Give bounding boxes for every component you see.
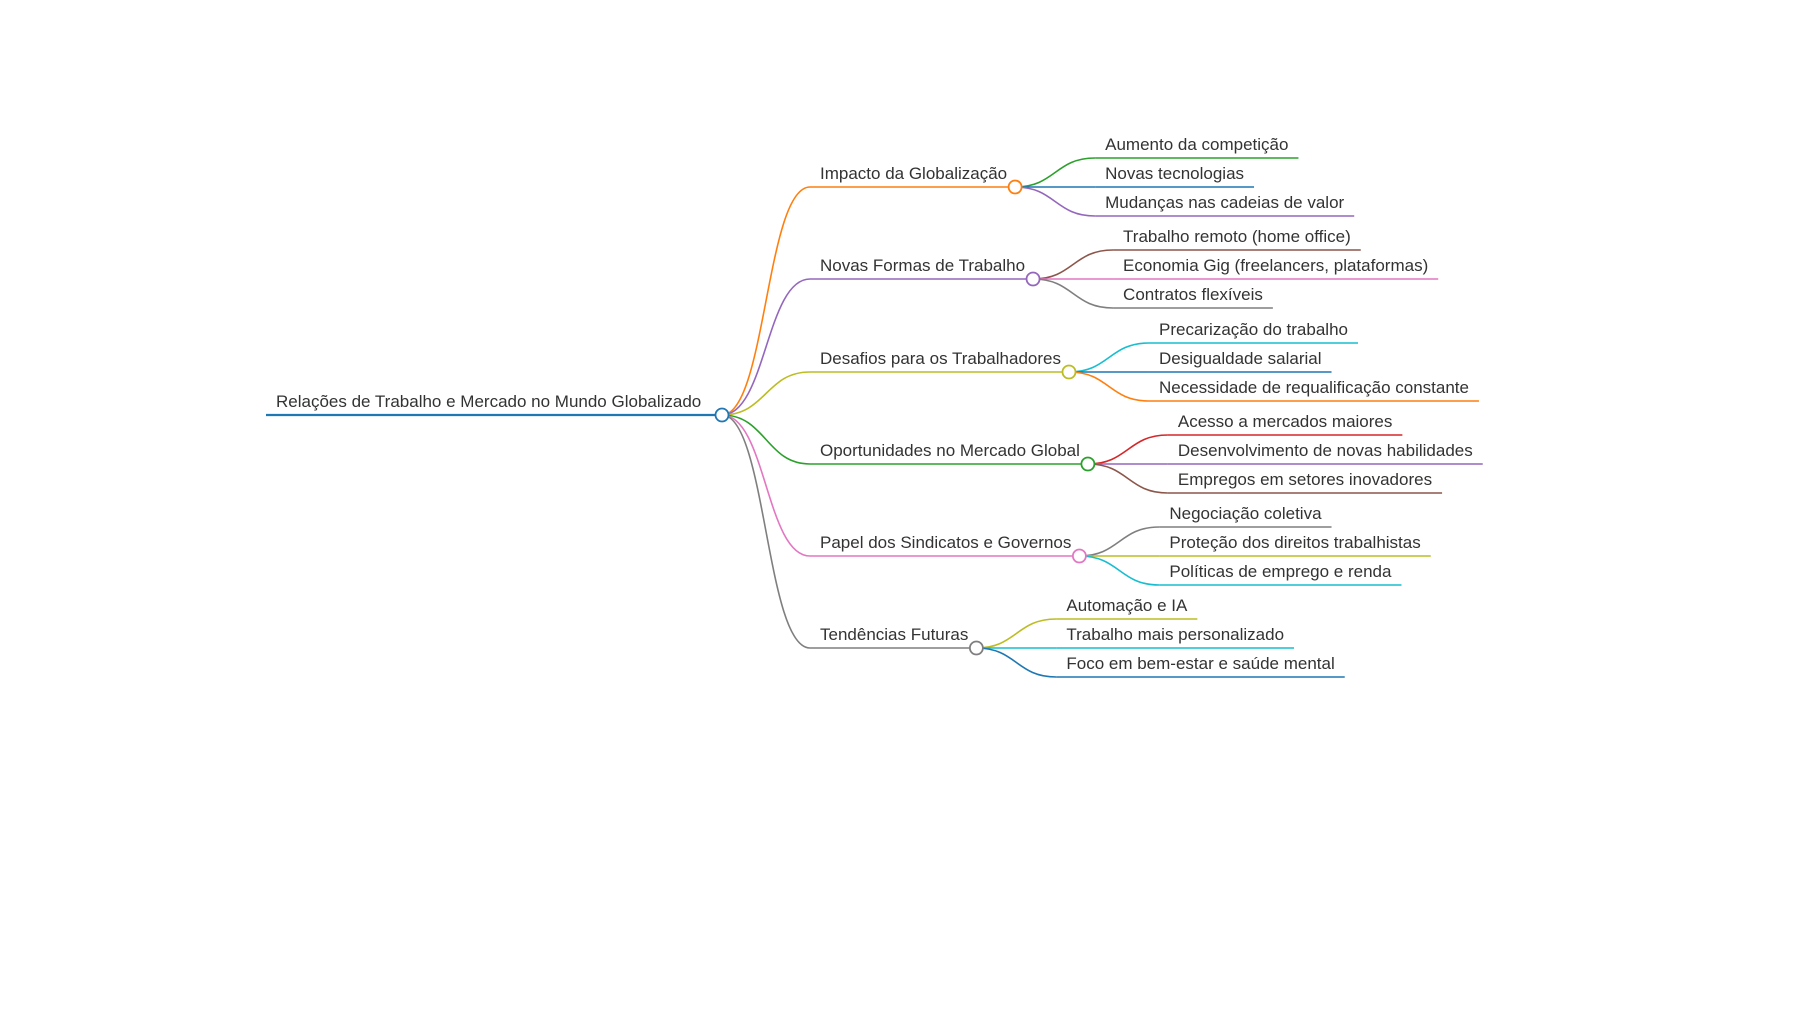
leaf-link <box>1015 186 1096 217</box>
branch-topic-node[interactable] <box>968 640 984 656</box>
branch-link <box>721 186 811 416</box>
branch-link <box>721 414 811 557</box>
leaf-topic-label[interactable]: Mudanças nas cadeias de valor <box>1105 193 1344 212</box>
branch-topic-node[interactable] <box>1061 364 1077 380</box>
branch-topic-label[interactable]: Impacto da Globalização <box>820 164 1007 183</box>
leaf-link <box>1087 434 1168 465</box>
leaf-link <box>1033 278 1114 309</box>
branch-link <box>721 278 811 416</box>
root-topic-node[interactable] <box>714 407 730 423</box>
branch-topic-label[interactable]: Oportunidades no Mercado Global <box>820 441 1080 460</box>
leaf-link <box>1079 555 1160 586</box>
leaf-topic-label[interactable]: Trabalho remoto (home office) <box>1123 227 1351 246</box>
leaf-topic-label[interactable]: Novas tecnologias <box>1105 164 1244 183</box>
branch-topic-label[interactable]: Papel dos Sindicatos e Governos <box>820 533 1071 552</box>
leaf-link <box>976 618 1057 649</box>
branch-link <box>721 414 811 649</box>
leaf-topic-label[interactable]: Acesso a mercados maiores <box>1178 412 1392 431</box>
mindmap-underlines <box>266 157 1483 678</box>
mindmap-node-circles <box>714 179 1096 656</box>
leaf-link <box>1079 526 1160 557</box>
leaf-topic-label[interactable]: Foco em bem-estar e saúde mental <box>1066 654 1334 673</box>
leaf-link <box>1068 342 1149 373</box>
branch-topic-node[interactable] <box>1080 456 1096 472</box>
leaf-topic-label[interactable]: Políticas de emprego e renda <box>1169 562 1392 581</box>
branch-topic-label[interactable]: Tendências Futuras <box>820 625 968 644</box>
root-topic-label[interactable]: Relações de Trabalho e Mercado no Mundo … <box>276 392 701 411</box>
branch-topic-node[interactable] <box>1071 548 1087 564</box>
leaf-topic-label[interactable]: Desenvolvimento de novas habilidades <box>1178 441 1473 460</box>
mindmap-links <box>721 157 1168 678</box>
branch-topic-node[interactable] <box>1025 271 1041 287</box>
branch-link <box>721 371 811 416</box>
branch-link <box>721 414 811 465</box>
leaf-topic-label[interactable]: Desigualdade salarial <box>1159 349 1322 368</box>
leaf-topic-label[interactable]: Aumento da competição <box>1105 135 1288 154</box>
leaf-topic-label[interactable]: Proteção dos direitos trabalhistas <box>1169 533 1420 552</box>
leaf-topic-label[interactable]: Economia Gig (freelancers, plataformas) <box>1123 256 1428 275</box>
mindmap-labels: Relações de Trabalho e Mercado no Mundo … <box>276 135 1473 673</box>
leaf-topic-label[interactable]: Automação e IA <box>1066 596 1188 615</box>
leaf-link <box>1087 463 1168 494</box>
branch-topic-node[interactable] <box>1007 179 1023 195</box>
leaf-link <box>1015 157 1096 188</box>
branch-topic-label[interactable]: Desafios para os Trabalhadores <box>820 349 1061 368</box>
leaf-topic-label[interactable]: Contratos flexíveis <box>1123 285 1263 304</box>
leaf-link <box>1033 249 1114 280</box>
leaf-topic-label[interactable]: Necessidade de requalificação constante <box>1159 378 1469 397</box>
leaf-topic-label[interactable]: Trabalho mais personalizado <box>1066 625 1284 644</box>
leaf-topic-label[interactable]: Empregos em setores inovadores <box>1178 470 1432 489</box>
branch-topic-label[interactable]: Novas Formas de Trabalho <box>820 256 1025 275</box>
leaf-topic-label[interactable]: Negociação coletiva <box>1169 504 1322 523</box>
leaf-link <box>976 647 1057 678</box>
leaf-link <box>1068 371 1149 402</box>
leaf-topic-label[interactable]: Precarização do trabalho <box>1159 320 1348 339</box>
